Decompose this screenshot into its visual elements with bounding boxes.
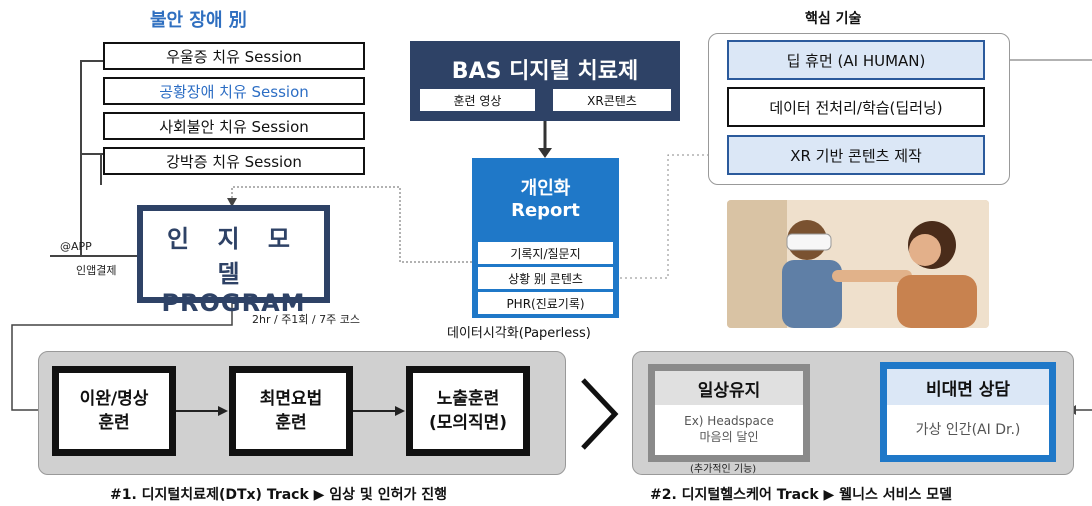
app-to-model-line [50, 255, 137, 257]
in-app-payment-label: 인앱결제 [76, 264, 117, 277]
report-item-situational-content: 상황 别 콘텐츠 [478, 267, 613, 289]
step-hypnotherapy[interactable]: 최면요법 훈련 [229, 366, 353, 456]
step-exposure-line2: (모의직면) [428, 413, 508, 433]
core-data-learning[interactable]: 데이터 전처리/학습(딥러닝) [727, 87, 985, 127]
session-tree-stub-bottom [80, 153, 103, 155]
bas-digital-therapeutics[interactable]: BAS 디지털 치료제 훈련 영상 XR콘텐츠 [410, 41, 680, 121]
bas-tag-training-video: 훈련 영상 [420, 89, 535, 111]
bas-title: BAS 디지털 치료제 [451, 59, 639, 84]
app-label: @APP [60, 240, 92, 253]
session-ocd[interactable]: 강박증 치유 Session [103, 147, 365, 175]
report-caption: 데이터시각화(Paperless) [447, 326, 591, 341]
daily-maintenance-box[interactable]: 일상유지 Ex) Headspace 마음의 달인 [648, 364, 810, 462]
bas-tag-xr-content: XR콘텐츠 [553, 89, 671, 111]
remote-title: 비대면 상담 [887, 369, 1049, 405]
report-item-questionnaire: 기록지/질문지 [478, 242, 613, 264]
course-note: 2hr / 주1회 / 7주 코스 [252, 313, 360, 326]
model-program: PROGRAM [161, 289, 306, 317]
daily-note: (추가적인 기능) [690, 464, 757, 475]
track2-caption: #2. 디지털헬스케어 Track ▶ 웰니스 서비스 모델 [650, 487, 952, 503]
step-relaxation-line2: 훈련 [98, 413, 130, 433]
session-tree-stub-top [80, 60, 103, 62]
step-hypnotherapy-line1: 최면요법 [259, 389, 323, 409]
remote-counsel-box[interactable]: 비대면 상담 가상 인간(AI Dr.) [880, 362, 1056, 462]
report-item-phr: PHR(진료기록) [478, 292, 613, 314]
category-title: 불안 장애 別 [150, 10, 247, 31]
report-title-2: Report [511, 200, 580, 221]
vr-photo [727, 200, 989, 328]
model-title: 인 지 모 델 [167, 225, 300, 288]
step-relaxation[interactable]: 이완/명상 훈련 [52, 366, 176, 456]
report-title-1: 개인화 [520, 178, 571, 199]
session-depression[interactable]: 우울증 치유 Session [103, 42, 365, 70]
session-panic[interactable]: 공황장애 치유 Session [103, 77, 365, 105]
track1-caption: #1. 디지털치료제(DTx) Track ▶ 임상 및 인허가 진행 [110, 487, 447, 503]
daily-title: 일상유지 [655, 371, 803, 405]
core-tech-title: 핵심 기술 [805, 11, 862, 27]
daily-example-2: 마음의 달인 [699, 430, 759, 444]
session-social-anxiety[interactable]: 사회불안 치유 Session [103, 112, 365, 140]
chevron-right-icon [581, 378, 619, 450]
session-to-model-line [100, 155, 102, 185]
session-tree-vertical [80, 60, 82, 256]
daily-example: Ex) Headspace [684, 414, 774, 428]
vr-photo-illustration [727, 200, 989, 328]
step-hypnotherapy-line2: 훈련 [275, 413, 307, 433]
remote-sub: 가상 인간(AI Dr.) [915, 422, 1021, 438]
step-exposure[interactable]: 노출훈련 (모의직면) [406, 366, 530, 456]
core-xr-content[interactable]: XR 기반 콘텐츠 제작 [727, 135, 985, 175]
step-exposure-line1: 노출훈련 [436, 389, 500, 409]
cognitive-model-program[interactable]: 인 지 모 델 PROGRAM [137, 205, 330, 317]
step-relaxation-line1: 이완/명상 [79, 389, 149, 409]
personalized-report[interactable]: 개인화 Report 기록지/질문지 상황 别 콘텐츠 PHR(진료기록) [472, 158, 619, 318]
core-deep-human[interactable]: 딥 휴먼 (AI HUMAN) [727, 40, 985, 80]
